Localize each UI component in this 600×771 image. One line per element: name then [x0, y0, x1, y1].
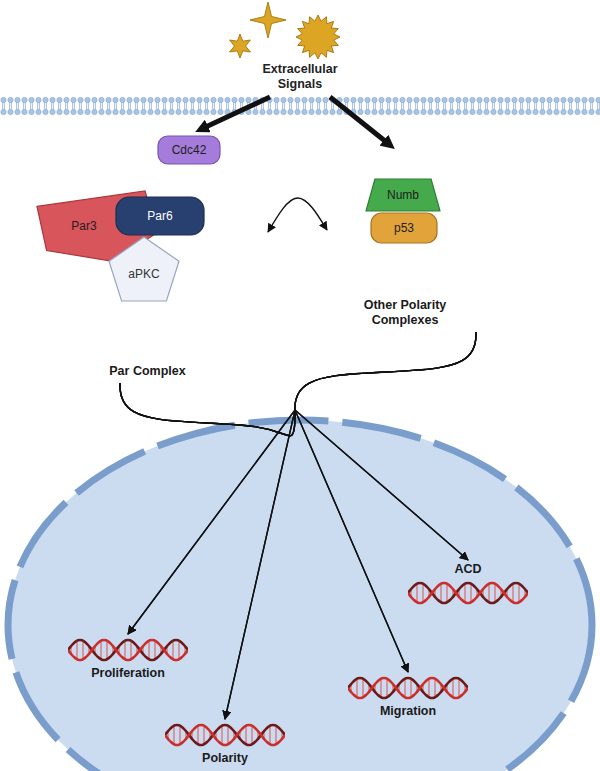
process-label: Proliferation [91, 666, 165, 681]
signal-star [250, 2, 286, 38]
signal-label: Extracellular Signals [240, 62, 360, 92]
dna-helix [348, 674, 468, 702]
protein-numb: Numb [365, 178, 441, 212]
dna-helix [165, 721, 285, 749]
output-arrow [295, 332, 476, 672]
complex-group: Numb p53Other Polarity Complexes [330, 150, 480, 330]
process-label: Polarity [202, 751, 248, 766]
protein-par3: Par3 [36, 190, 158, 262]
output-arrow [120, 383, 408, 672]
complex-label: Other Polarity Complexes [330, 298, 480, 328]
complex-label: Par Complex [109, 364, 185, 379]
complex-group: Cdc42Par3 Par6 aPKC Par Complex [30, 133, 265, 381]
dna-helix [68, 636, 188, 664]
signal-label-box: Extracellular Signals [240, 60, 360, 94]
signal-arrow [204, 97, 270, 128]
protein-apkc: aPKC [108, 236, 180, 302]
protein-cdc42: Cdc42 [157, 135, 221, 165]
gene-target: Migration [348, 674, 468, 719]
nucleus [8, 420, 592, 771]
protein-label: Par3 [71, 219, 96, 233]
protein-label: aPKC [128, 267, 159, 281]
cell-membrane [0, 97, 600, 115]
signal-arrow [330, 97, 387, 143]
gene-target: Polarity [165, 721, 285, 766]
signal-star [230, 34, 251, 58]
output-arrow [120, 383, 295, 634]
protein-outline [36, 190, 158, 262]
signal-molecules [230, 2, 340, 59]
protein-label: p53 [394, 221, 414, 235]
protein-p53: p53 [370, 212, 438, 244]
protein-label: Numb [387, 188, 419, 202]
nuclear-envelope [8, 420, 592, 771]
output-arrow [295, 332, 476, 560]
crosstalk-arrow [268, 198, 327, 232]
output-arrow [120, 383, 468, 560]
protein-label: Par6 [147, 209, 172, 223]
process-label: ACD [454, 562, 481, 577]
output-arrow [225, 332, 476, 719]
protein-label: Cdc42 [172, 143, 207, 157]
process-label: Migration [380, 704, 436, 719]
signal-star [296, 15, 340, 59]
protein-par6: Par6 [115, 196, 205, 236]
gene-target: ACD [408, 562, 528, 607]
gene-target: Proliferation [68, 636, 188, 681]
dna-helix [408, 579, 528, 607]
